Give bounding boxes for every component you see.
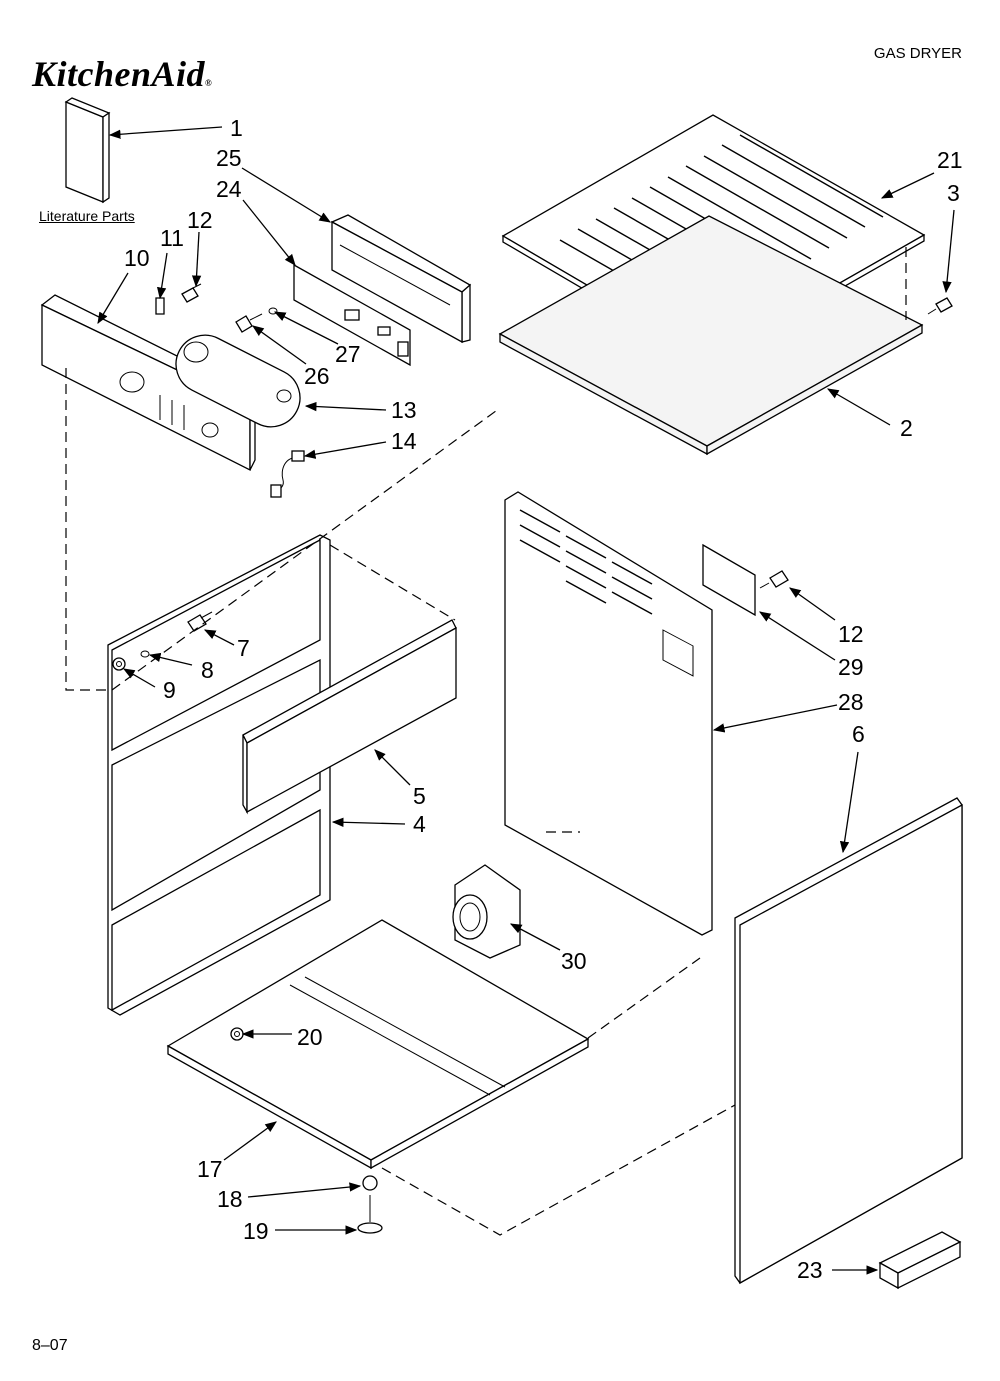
- callout-12-top: 12: [187, 207, 213, 233]
- screw-26: [235, 313, 263, 333]
- leveling-nut-20: [230, 1027, 244, 1041]
- literature-booklet: [64, 97, 111, 204]
- callout-20: 20: [297, 1024, 323, 1050]
- assembly-lines: [65, 247, 907, 1236]
- callout-26: 26: [304, 363, 330, 389]
- document-title: GAS DRYER: [873, 45, 962, 62]
- base-frame: [166, 919, 590, 1170]
- literature-parts-label: Literature Parts: [39, 208, 135, 224]
- kitchenaid-logo: KitchenAid®: [32, 54, 213, 94]
- callout-9: 9: [163, 677, 176, 703]
- control-overlay: [175, 334, 301, 428]
- callout-11: 11: [160, 225, 184, 251]
- rear-panel-vents: [519, 509, 653, 615]
- callout-28: 28: [838, 689, 864, 715]
- leveling-leg-19: [357, 1195, 383, 1234]
- side-panel: [734, 797, 963, 1285]
- rear-panel: [504, 491, 713, 936]
- callout-6: 6: [852, 721, 865, 747]
- washer-27: [268, 307, 278, 315]
- callout-27: 27: [335, 341, 361, 367]
- wire-harness: [270, 450, 305, 498]
- callout-17: 17: [197, 1156, 223, 1182]
- footer-code: 8–07: [32, 1337, 68, 1354]
- nut-18: [362, 1175, 378, 1191]
- screw-3: [927, 297, 953, 315]
- screw-7: [187, 611, 213, 632]
- callout-25: 25: [216, 145, 242, 171]
- callout-2: 2: [900, 415, 913, 441]
- insulation-pad: [498, 215, 924, 456]
- callout-10: 10: [124, 245, 150, 271]
- callout-30: 30: [561, 948, 587, 974]
- accessory-box-23: [878, 1231, 962, 1290]
- callout-labels: 1 25 24 12 11 10 27 26 13 14 21 3 2 7 8 …: [124, 115, 963, 1283]
- callout-14: 14: [391, 428, 417, 454]
- leader-arrows: [97, 126, 955, 1275]
- callout-8: 8: [201, 657, 214, 683]
- screw-12-top: [181, 283, 202, 303]
- callout-3: 3: [947, 180, 960, 206]
- exhaust-duct: [452, 864, 521, 959]
- screw-12-right: [759, 570, 789, 589]
- callout-18: 18: [217, 1186, 243, 1212]
- control-board: [293, 263, 411, 367]
- callout-24: 24: [216, 176, 242, 202]
- cover-plate-29: [702, 543, 756, 617]
- callout-7: 7: [237, 635, 250, 661]
- front-panel-frame: [107, 534, 331, 1016]
- callout-1: 1: [230, 115, 243, 141]
- callout-21: 21: [937, 147, 963, 173]
- kick-plate: [242, 619, 457, 815]
- callout-29: 29: [838, 654, 864, 680]
- callout-23: 23: [797, 1257, 823, 1283]
- callout-5: 5: [413, 783, 426, 809]
- nut-9: [112, 657, 126, 671]
- bracket-clip: [155, 297, 165, 315]
- callout-12-right: 12: [838, 621, 864, 647]
- callout-4: 4: [413, 811, 426, 837]
- callout-13: 13: [391, 397, 417, 423]
- registered-mark: ®: [205, 78, 213, 88]
- control-housing: [330, 214, 472, 344]
- callout-19: 19: [243, 1218, 269, 1244]
